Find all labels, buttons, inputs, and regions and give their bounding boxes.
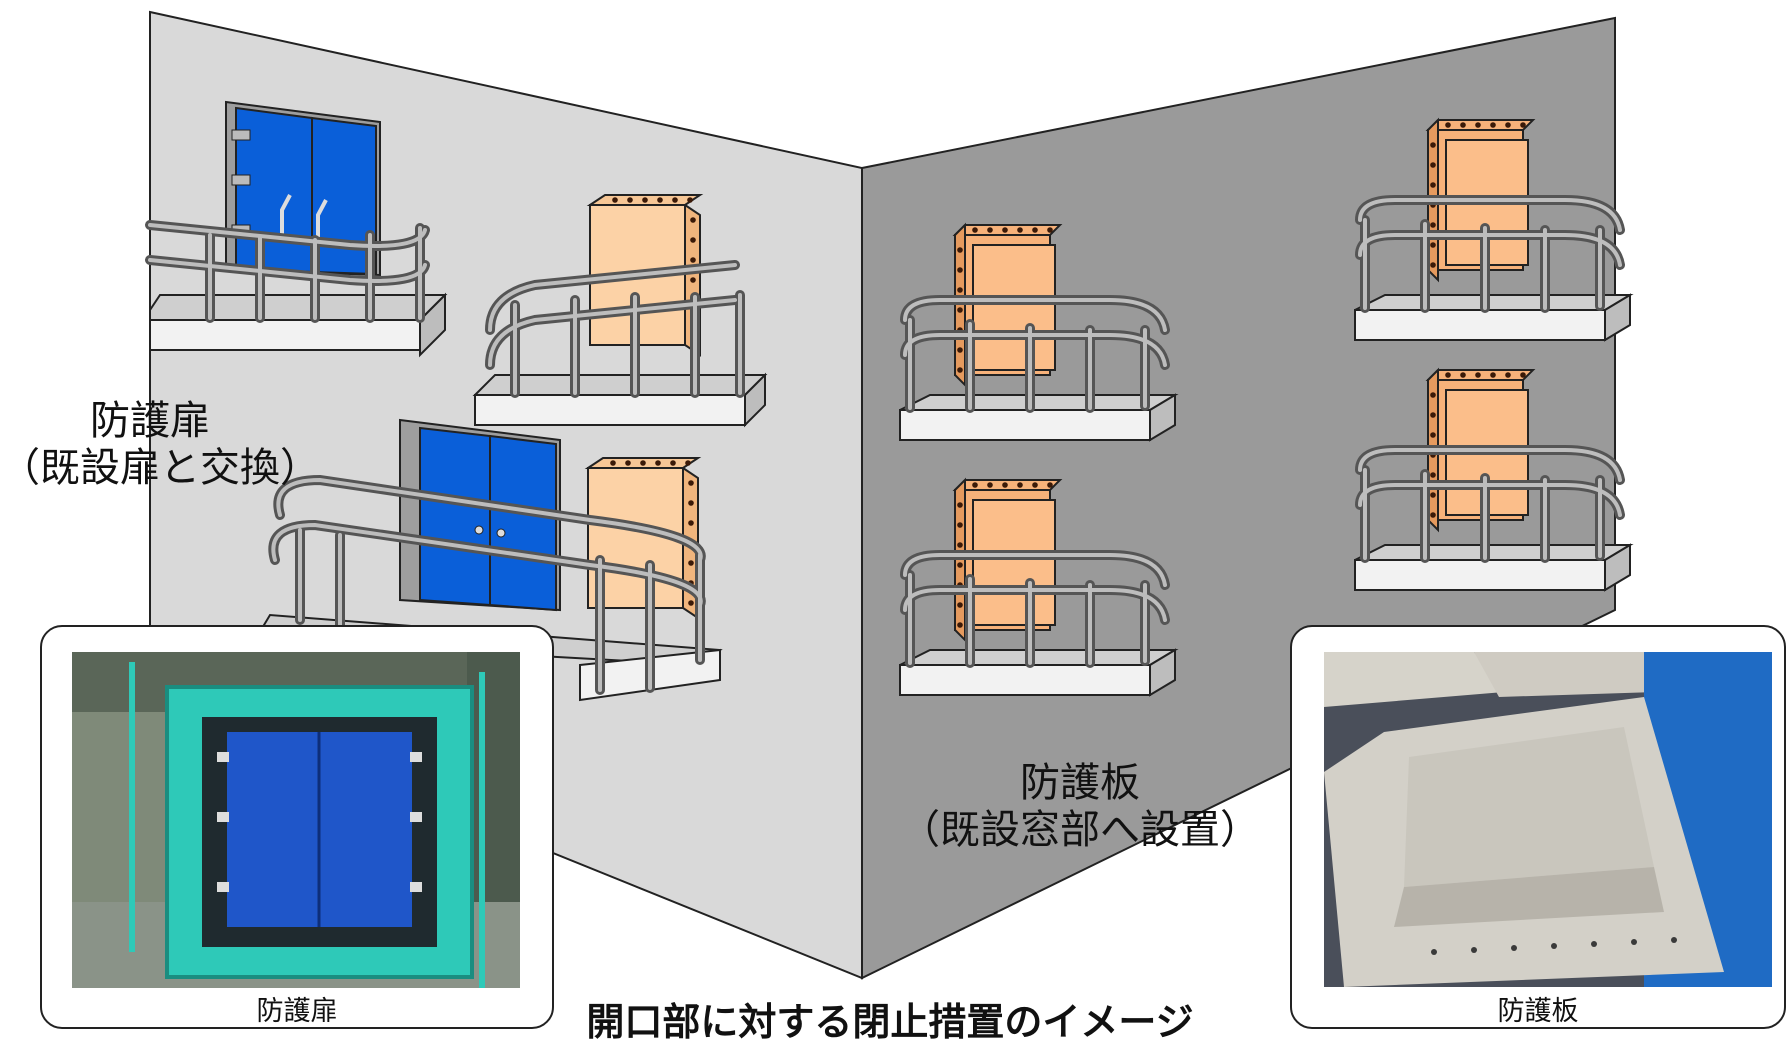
plate-photo-caption: 防護板 [1497,996,1579,1027]
door-label-sub: （既設扉と交換） [0,445,320,492]
door-label-title: 防護扉 [90,398,210,444]
plate-label: 防護板 （既設窓部へ設置） [880,760,1280,854]
balcony-upper-left [145,220,448,358]
plate-photo [1324,652,1772,987]
plate-label-title: 防護板 [1020,760,1140,806]
door-label: 防護扉 （既設扉と交換） [0,398,320,492]
plate-photo-frame: 防護板 [1290,625,1786,1029]
door-photo-frame: 防護扉 [40,625,554,1029]
door-photo-caption: 防護扉 [256,996,338,1027]
main-caption: 開口部に対する閉止措置のイメージ [586,1000,1194,1044]
plate-label-sub: （既設窓部へ設置） [900,807,1260,854]
door-photo [72,652,520,988]
protective-door-lower [399,418,561,612]
